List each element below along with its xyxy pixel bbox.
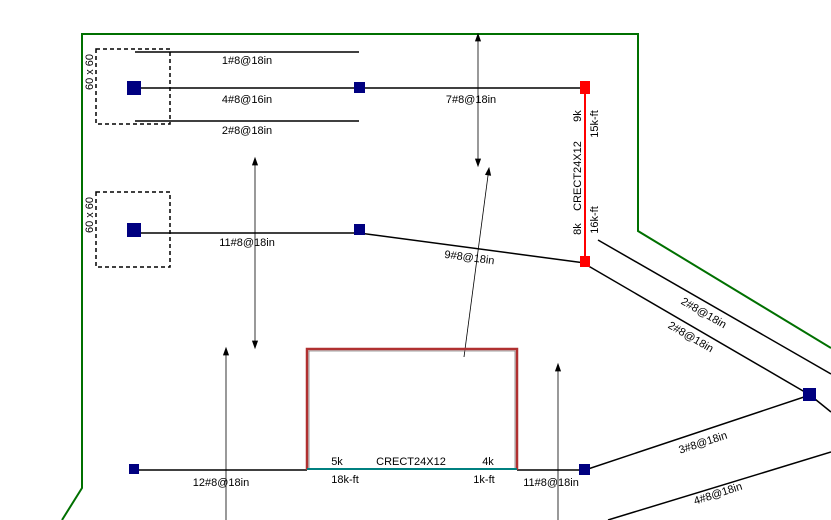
strip-lower-diag-1[interactable] — [584, 394, 811, 471]
span-arrows — [222, 32, 562, 520]
strip-label-lower-diag-2: 4#8@18in — [692, 481, 744, 508]
strip-label-top-lower: 2#8@18in — [222, 125, 272, 137]
strip-label-top-mid-left: 4#8@16in — [222, 94, 272, 106]
portal-beam-frame[interactable] — [305, 347, 519, 470]
strip-label-bottom-left: 12#8@18in — [193, 477, 249, 489]
strip-label-lower-diag-1: 3#8@18in — [677, 430, 729, 457]
column-outline-2 — [95, 191, 171, 268]
strip-mid-right[interactable] — [358, 232, 586, 264]
vbeam-bottom-force: 8k — [572, 223, 584, 235]
slab-boundary — [61, 33, 831, 520]
strip-lower-diag-2[interactable] — [607, 451, 831, 520]
vbeam-section: CRECT24X12 — [572, 141, 584, 211]
pbeam-left-force: 5k — [331, 456, 343, 468]
support-right[interactable] — [803, 388, 816, 401]
support-red-mid[interactable] — [580, 256, 590, 267]
support-node-top[interactable] — [354, 82, 365, 93]
pbeam-section: CRECT24X12 — [376, 456, 446, 468]
portal-beam-inner — [308, 350, 516, 468]
vbeam-top-force: 9k — [572, 110, 584, 122]
support-red-top[interactable] — [580, 81, 590, 94]
vbeam-top-moment: 15k-ft — [589, 110, 601, 138]
strip-label-bottom-right: 11#8@18in — [523, 477, 579, 489]
strip-label-top-upper: 1#8@18in — [222, 55, 272, 67]
column-label-2: 60 x 60 — [84, 197, 96, 233]
strip-label-mid-left: 11#8@18in — [219, 237, 275, 249]
support-node-mid[interactable] — [354, 224, 365, 235]
pbeam-right-moment: 1k-ft — [473, 474, 494, 486]
pbeam-left-moment: 18k-ft — [331, 474, 359, 486]
support-col1[interactable] — [127, 81, 141, 95]
support-col2[interactable] — [127, 223, 141, 237]
column-label-1: 60 x 60 — [84, 54, 96, 90]
support-bottom-right[interactable] — [579, 464, 590, 475]
column-outline-1 — [95, 48, 171, 125]
strip-diag-lower[interactable] — [584, 263, 811, 396]
strip-label-mid-right: 9#8@18in — [444, 249, 495, 267]
strip-diag-upper[interactable] — [597, 239, 831, 375]
support-bottom-left[interactable] — [129, 464, 139, 474]
pbeam-right-force: 4k — [482, 456, 494, 468]
vbeam-bottom-moment: 16k-ft — [589, 206, 601, 234]
strip-label-top-mid-right: 7#8@18in — [446, 94, 496, 106]
